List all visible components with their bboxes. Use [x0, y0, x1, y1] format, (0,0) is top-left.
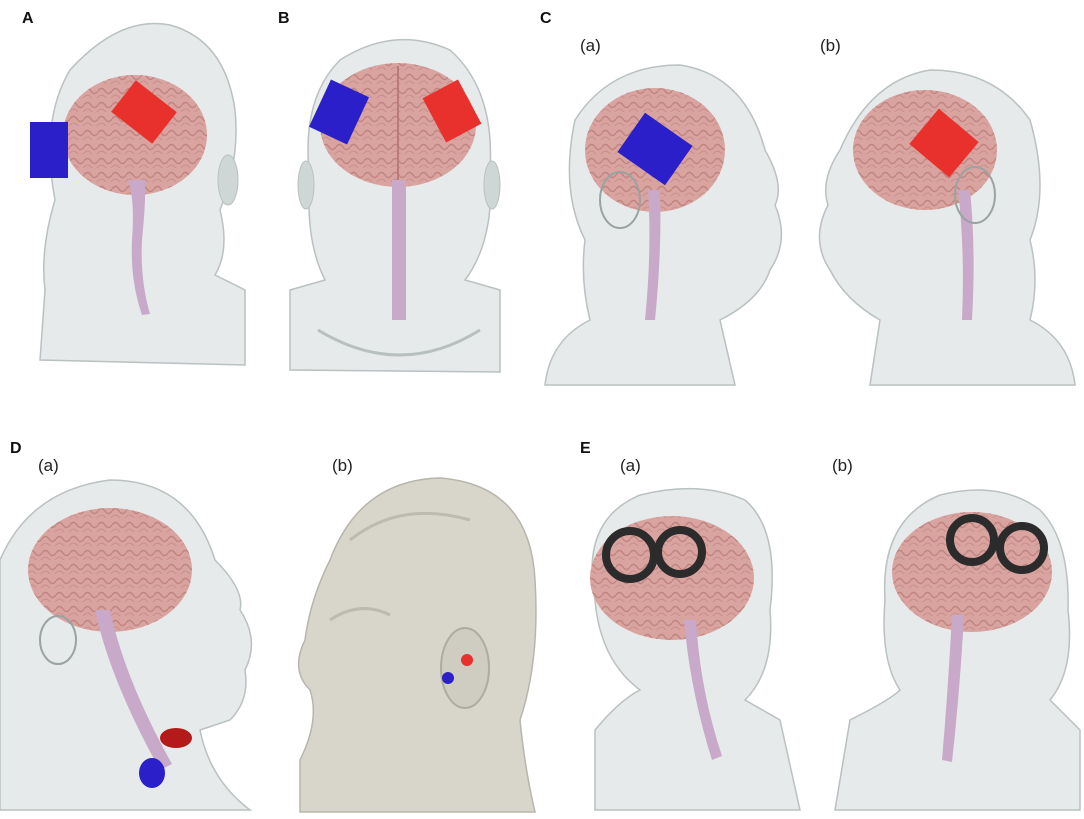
electrode-blue-icon — [442, 672, 454, 684]
ear-icon — [297, 160, 315, 210]
panel-c-b-figure — [818, 69, 1076, 386]
electrode-red-icon — [160, 728, 192, 748]
panel-e-sub-b: (b) — [832, 456, 853, 475]
panel-a-figure — [30, 22, 246, 366]
panel-letter-b: B — [278, 10, 290, 27]
ear-icon — [954, 166, 996, 224]
spinal-cord-icon — [684, 620, 722, 760]
panel-c-a-figure — [544, 64, 783, 386]
coil-icon — [996, 522, 1048, 574]
electrode-blue-icon — [308, 79, 370, 145]
coil-icon — [946, 514, 998, 566]
spinal-cord-icon — [942, 615, 964, 762]
electrode-blue-icon — [30, 122, 68, 178]
spinal-cord-icon — [392, 180, 406, 320]
electrode-red-icon — [422, 79, 482, 143]
panel-e-sub-a: (a) — [620, 456, 641, 475]
panel-d-a-figure — [0, 479, 253, 811]
panel-d-sub-a: (a) — [38, 456, 59, 475]
panel-c-sub-b: (b) — [820, 36, 841, 55]
head-icon — [297, 477, 537, 813]
ear-icon — [39, 615, 77, 665]
electrode-blue-icon — [617, 112, 693, 186]
electrode-red-icon — [909, 108, 979, 178]
ear-icon — [483, 160, 501, 210]
electrode-red-icon — [111, 80, 177, 144]
ear-icon — [440, 627, 490, 709]
coil-icon — [654, 526, 706, 578]
panel-e-a-figure — [590, 487, 801, 811]
coil-icon — [602, 527, 658, 583]
ear-icon — [217, 154, 239, 206]
panel-letter-a: A — [22, 10, 34, 27]
panel-c-sub-a: (a) — [580, 36, 601, 55]
spinal-cord-icon — [645, 190, 661, 320]
panel-letter-c: C — [540, 10, 552, 27]
panel-letter-e: E — [580, 440, 591, 457]
electrode-red-icon — [461, 654, 473, 666]
spinal-cord-icon — [95, 610, 172, 770]
panel-e-b-figure — [834, 489, 1081, 811]
electrode-blue-icon — [139, 758, 165, 788]
panel-b-figure — [289, 38, 501, 373]
panel-d-b-figure — [297, 477, 537, 813]
spinal-cord-icon — [128, 180, 150, 315]
panel-letter-d: D — [10, 440, 22, 457]
ear-icon — [599, 171, 641, 229]
panel-d-sub-b: (b) — [332, 456, 353, 475]
